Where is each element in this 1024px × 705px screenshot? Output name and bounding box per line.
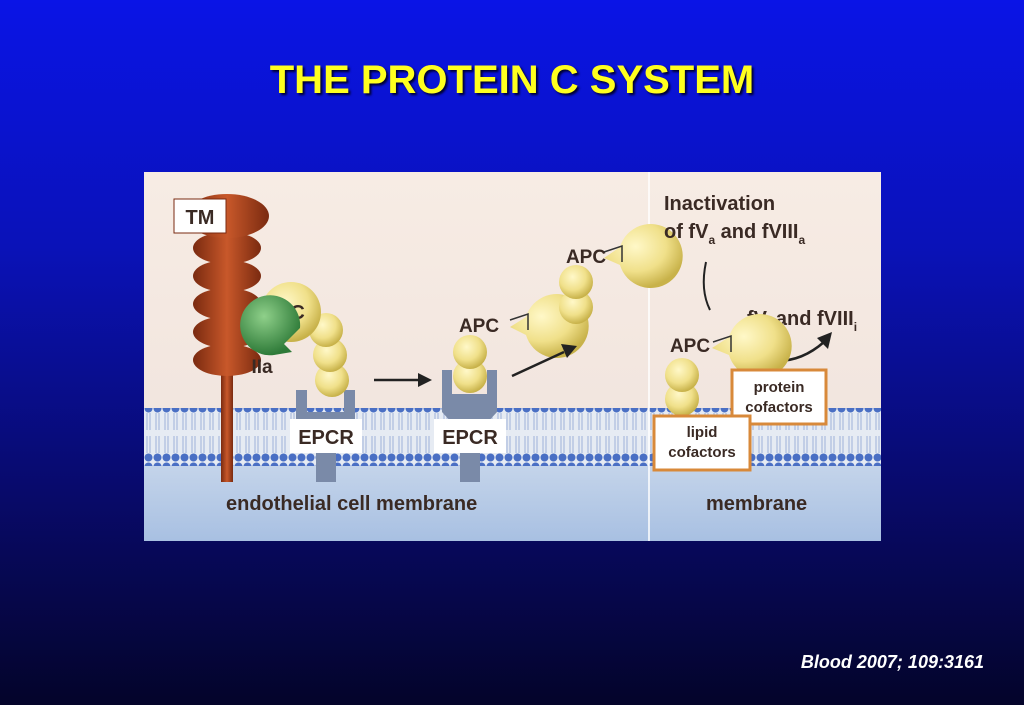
apc-bound-label: APC [459, 316, 499, 337]
tm-label: TM [186, 207, 215, 229]
iia-label: IIa [251, 357, 273, 378]
epcr-left: EPCR [290, 390, 362, 482]
inactivation-sub-a1: a [708, 233, 715, 247]
inactivation-sub-a2: a [798, 233, 805, 247]
lipid-cofactors-box: lipid cofactors [652, 414, 752, 472]
inactivation-text: Inactivation of fVa and fVIIIa [664, 193, 805, 311]
arrow-to-apc [374, 373, 432, 387]
lipid-cofactors-line1: lipid [687, 424, 718, 441]
apc-free: APC [559, 224, 683, 324]
protein-cofactors-line1: protein [754, 379, 805, 396]
product-and: and fVIII [770, 308, 853, 330]
inactivation-line1: Inactivation [664, 193, 775, 215]
inactivation-of: of fV [664, 221, 709, 243]
inactivation-and: and fVIII [715, 221, 798, 243]
product-sub-i2: i [854, 320, 857, 334]
apc-membrane-label: APC [670, 336, 710, 357]
lipid-cofactors-line2: cofactors [668, 444, 736, 461]
epcr-right-label: EPCR [442, 427, 498, 449]
apc-membrane: APC [665, 314, 792, 416]
inactivation-line2: of fVa and fVIIIa [664, 221, 805, 247]
pc-iia-complex: PC IIa [240, 282, 349, 397]
membrane-label: membrane [706, 493, 807, 515]
apc-free-label: APC [566, 247, 606, 268]
endothelial-membrane-label: endothelial cell membrane [226, 493, 477, 515]
cytoplasm [144, 466, 881, 541]
citation: Blood 2007; 109:3161 [800, 652, 984, 672]
protein-cofactors-line2: cofactors [745, 399, 813, 416]
slide-title: THE PROTEIN C SYSTEM [269, 58, 755, 102]
protein-c-diagram: TM EPCR PC IIa EPCR APC [144, 172, 881, 541]
thrombomodulin: TM [173, 194, 269, 482]
epcr-right: EPCR [434, 370, 506, 482]
epcr-left-label: EPCR [298, 427, 354, 449]
arrow-release [511, 344, 577, 378]
